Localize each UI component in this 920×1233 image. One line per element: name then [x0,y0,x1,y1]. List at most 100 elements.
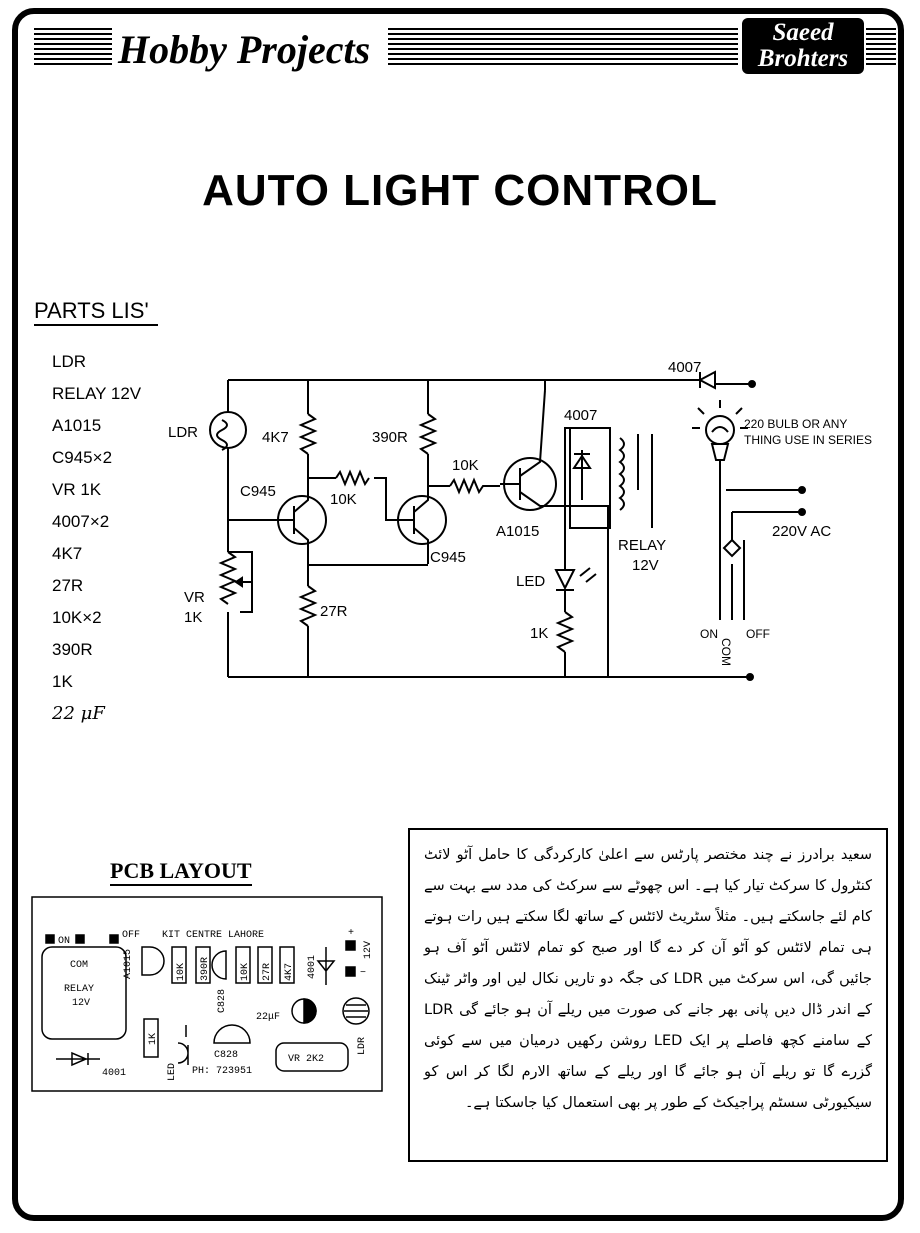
relay-contact [637,434,653,528]
vr-label-2: 1K [184,609,202,626]
switch-off-label: OFF [746,627,770,641]
pcb-layout: ON OFF KIT CENTRE LAHORE COM RELAY 12V A… [31,896,383,1092]
pcb-transistor-c828 [211,950,227,980]
pcb-off-label: OFF [122,930,140,941]
ac-terminal-1 [798,486,806,494]
terminal-top [748,380,756,388]
pcb-12v-label: 12V [363,941,374,959]
terminal-bottom [746,673,754,681]
ldr-label: LDR [168,424,198,441]
pcb-phone-label: PH: 723951 [192,1066,252,1077]
q3-internals [500,380,565,507]
pcb-c828-label-b: C828 [214,1050,238,1061]
pcb-pad-minus [345,966,356,977]
part-item: 1K [52,672,73,691]
pcb-relay-outline [41,946,127,1040]
ldr-symbol [209,411,247,449]
parts-list-heading: PARTS LIS' [34,298,158,326]
vr-wire [227,520,253,677]
relay-coil [618,437,625,511]
r4k7-symbol [298,413,318,455]
bulb-filament [711,426,729,433]
part-item: 390R [52,640,93,659]
pcb-board [31,896,383,1092]
pcb-transistor-a1015 [141,946,165,976]
pcb-relay-label-2: 12V [72,998,90,1009]
pcb-pad-com [75,934,85,944]
pcb-ldr [342,997,370,1025]
bulb-base [710,443,730,461]
pcb-r4 [257,946,273,984]
pcb-r-1k [143,1018,159,1058]
pcb-r4-label: 27R [262,963,273,981]
ac-label: 220V AC [772,523,831,540]
part-item: VR 1K [52,480,102,499]
circuit-schematic: 4007 LDR C945 4K7 10K C945 390R 10K A101… [168,359,872,681]
pcb-r-1k-label: 1K [148,1033,159,1045]
pcb-plus-label: + [348,928,354,939]
publisher-badge: Saeed Brohters [742,18,864,74]
part-item: 4007×2 [52,512,110,531]
relay-coil-wire [564,427,609,677]
part-item: LDR [52,352,87,371]
r4k7-label: 4K7 [262,429,289,446]
pcb-pad-off [109,934,119,944]
bulb-label-1: 220 BULB OR ANY [744,417,847,431]
pcb-on-label: ON [58,936,70,947]
parts-list: LDR RELAY 12V A1015 C945×2 VR 1K 4007×2 … [52,346,141,730]
led-label: LED [516,573,545,590]
pcb-r5-label: 4K7 [284,963,295,981]
publisher-name-line2: Brohters [757,45,849,72]
ac-wire-2 [731,511,802,620]
r1k-symbol [555,611,575,653]
pcb-r2-label: 390R [200,957,211,981]
vr-label-1: VR [184,589,205,606]
r27-symbol [298,585,318,627]
pcb-diode-b-label: 4001 [102,1068,126,1079]
pcb-a1015-label: A1015 [123,949,134,979]
part-item: 27R [52,576,84,595]
r10k-a-symbol [335,469,370,487]
publisher-name-line1: Saeed [772,19,834,46]
q3-label: A1015 [496,523,539,540]
pcb-r3-label: 10K [240,963,251,981]
switch-com-label: COM [719,638,733,666]
pcb-led-label: LED [167,1063,178,1081]
r10k-a-label: 10K [330,491,357,508]
brand-title: Hobby Projects [112,22,377,78]
pcb-ldr-lines [344,1004,368,1018]
ac-terminal-2 [798,508,806,516]
urdu-description: سعید برادرز نے چند مختصر پارٹس سے اعلیٰ … [408,828,888,1162]
pcb-r3 [235,946,251,984]
pcb-r1 [171,946,187,984]
relay-label-1: RELAY [618,537,666,554]
r10k-b-symbol [449,477,500,495]
pcb-r5 [279,946,295,984]
switch-symbol [719,538,745,620]
part-item: 22 μF [52,703,105,724]
page-title: AUTO LIGHT CONTROL [202,166,718,215]
r1k-label: 1K [530,625,548,642]
pcb-led [177,1025,189,1065]
q2-internals [396,486,429,564]
part-item: 4K7 [52,544,83,563]
vr-symbol [218,551,238,605]
r390-label: 390R [372,429,408,446]
pcb-layout-heading: PCB LAYOUT [110,858,252,886]
pcb-minus-label: − [360,968,366,979]
pcb-c828-label-a: C828 [217,989,228,1013]
relay-label-2: 12V [632,557,659,574]
pcb-cap-label: 22μF [256,1012,280,1023]
pcb-r2 [195,946,211,984]
header-rule-right [388,28,738,68]
diode-top-symbol [682,370,716,390]
q1-internals [282,478,309,565]
part-item: C945×2 [52,448,113,467]
pcb-com-label: COM [70,960,88,971]
led-symbol [554,569,576,591]
pcb-diode-a [316,947,336,985]
bulb-label-2: THING USE IN SERIES [744,433,872,447]
vr-wiper-arrow [234,576,243,588]
pcb-vr [275,1042,349,1072]
led-rays [579,567,597,583]
